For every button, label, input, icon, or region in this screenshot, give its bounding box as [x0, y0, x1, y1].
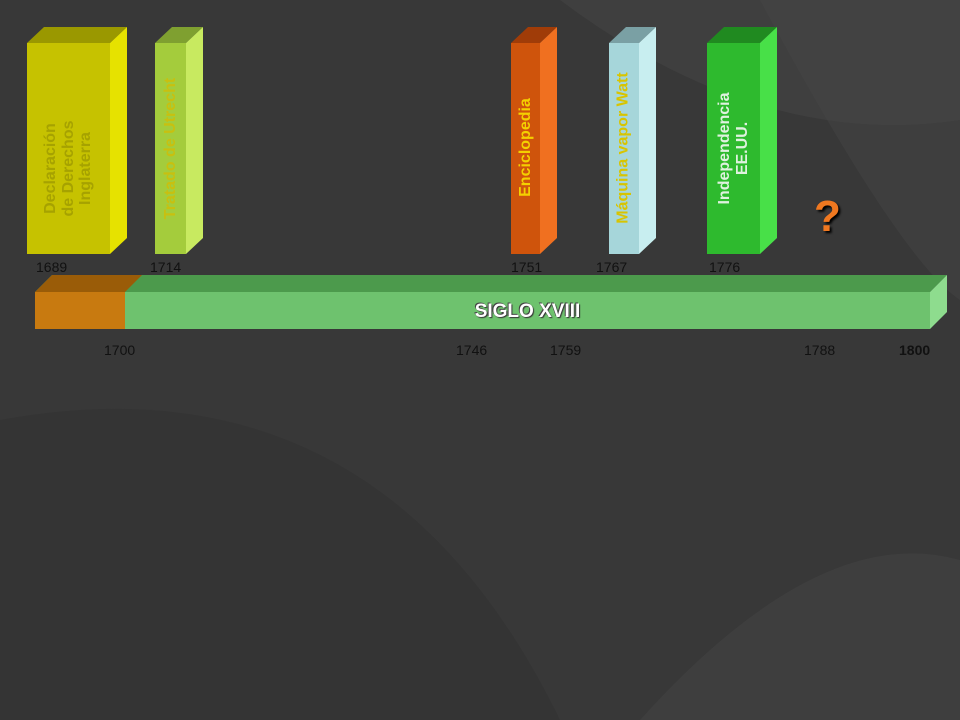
block-declaracion — [27, 27, 127, 254]
label-utrecht: Tratado de Utrecht — [161, 77, 179, 220]
axis-year-1746: 1746 — [456, 342, 488, 358]
century-label: SIGLO XVIII — [474, 301, 581, 322]
block-enciclopedia — [511, 27, 557, 254]
label-independencia: Independencia EE.UU. — [715, 92, 751, 205]
year-enciclopedia: 1751 — [511, 259, 543, 275]
year-independencia: 1776 — [709, 259, 741, 275]
unknown-event-marker: ? — [814, 192, 841, 241]
label-declaracion: Declaración de Derechos Inglaterra — [41, 120, 95, 217]
block-utrecht — [155, 27, 203, 254]
axis-year-1759: 1759 — [550, 342, 582, 358]
block-independencia — [707, 27, 777, 254]
year-utrecht: 1714 — [150, 259, 182, 275]
axis-year-1800: 1800 — [899, 342, 931, 358]
label-watt: Máquina vapor Watt — [614, 72, 632, 224]
century-bar — [35, 275, 947, 329]
axis-year-1788: 1788 — [804, 342, 836, 358]
label-enciclopedia: Enciclopedia — [516, 98, 534, 197]
year-watt: 1767 — [596, 259, 628, 275]
axis-year-1700: 1700 — [104, 342, 136, 358]
year-declaracion: 1689 — [36, 259, 68, 275]
block-watt — [609, 27, 656, 254]
